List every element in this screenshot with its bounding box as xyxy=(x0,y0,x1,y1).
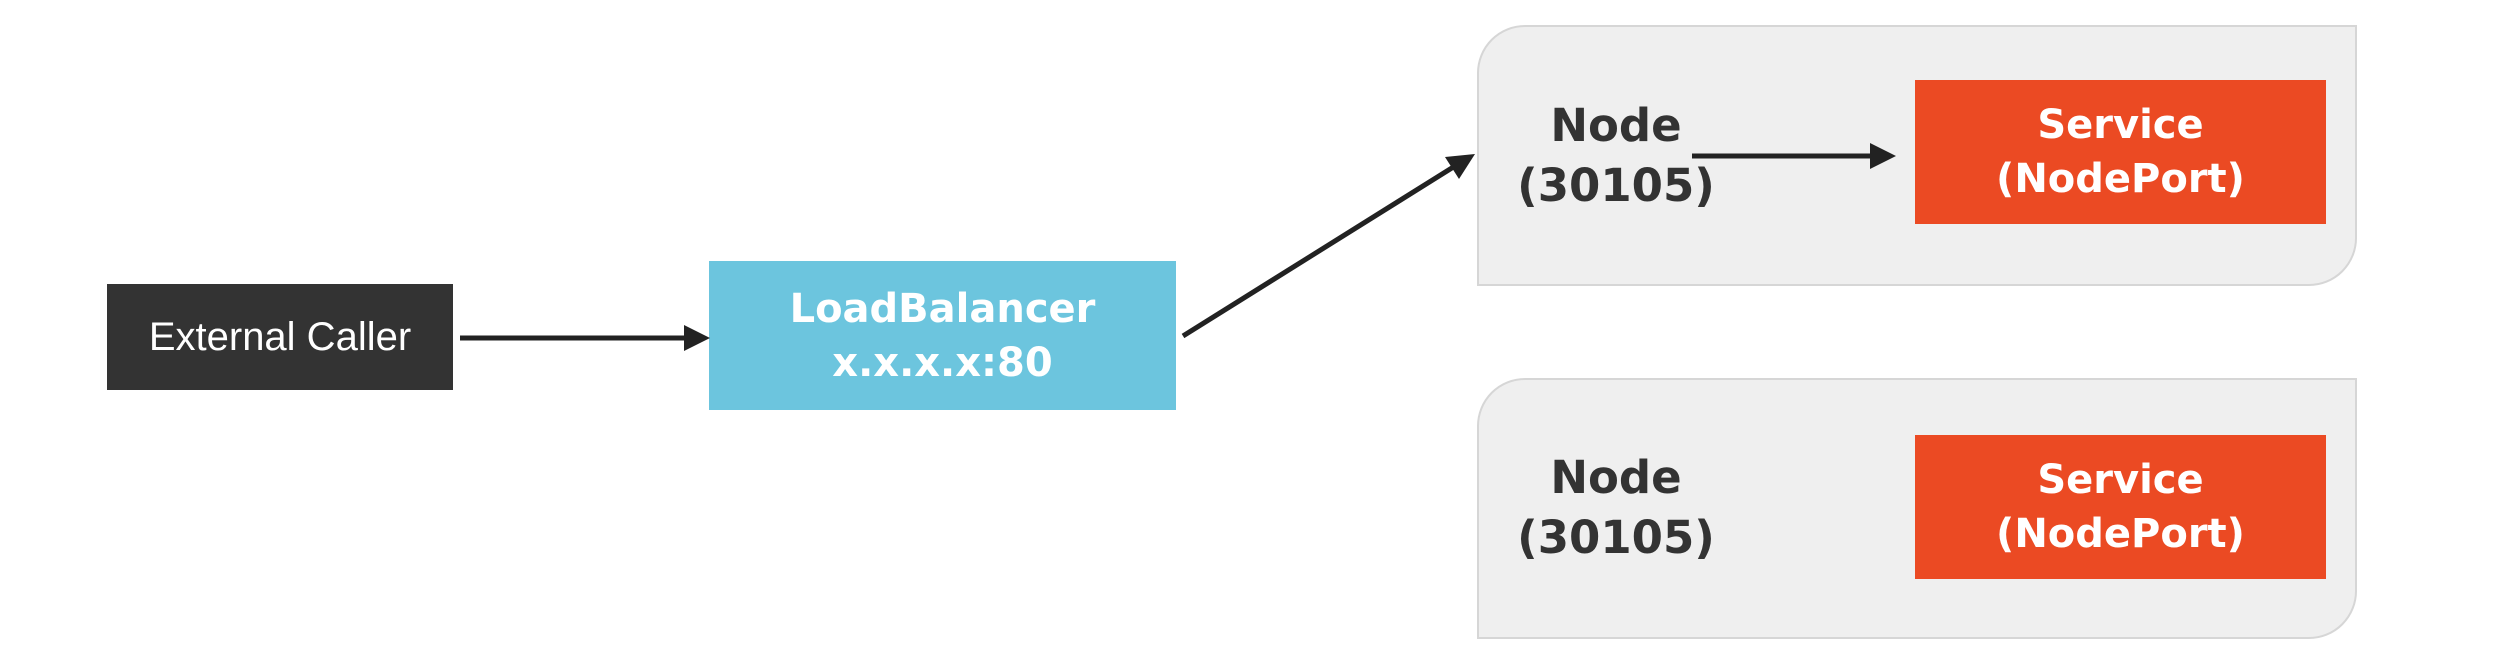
load-balancer-address: x.x.x.x:80 xyxy=(832,339,1053,386)
external-caller-label: External Caller xyxy=(148,314,412,359)
load-balancer-box: LoadBalancer x.x.x.x:80 xyxy=(709,261,1176,410)
service-1-title: Service xyxy=(2037,102,2204,148)
external-caller-box: External Caller xyxy=(107,284,453,390)
service-2-type: (NodePort) xyxy=(1996,511,2245,557)
node-2-port: (30105) xyxy=(1517,511,1715,564)
arrow-caller-to-loadbalancer xyxy=(460,325,710,351)
service-1-type: (NodePort) xyxy=(1996,156,2245,202)
service-2-box: Service (NodePort) xyxy=(1915,435,2326,579)
arrow-loadbalancer-to-node xyxy=(1181,154,1475,339)
load-balancer-title: LoadBalancer xyxy=(789,285,1096,332)
node-1-label: Node (30105) xyxy=(1496,96,1736,216)
node-1-port: (30105) xyxy=(1517,159,1715,212)
service-2-title: Service xyxy=(2037,457,2204,503)
node-1-title: Node xyxy=(1550,99,1682,152)
node-2-label: Node (30105) xyxy=(1496,448,1736,568)
node-2-title: Node xyxy=(1550,451,1682,504)
service-1-box: Service (NodePort) xyxy=(1915,80,2326,224)
